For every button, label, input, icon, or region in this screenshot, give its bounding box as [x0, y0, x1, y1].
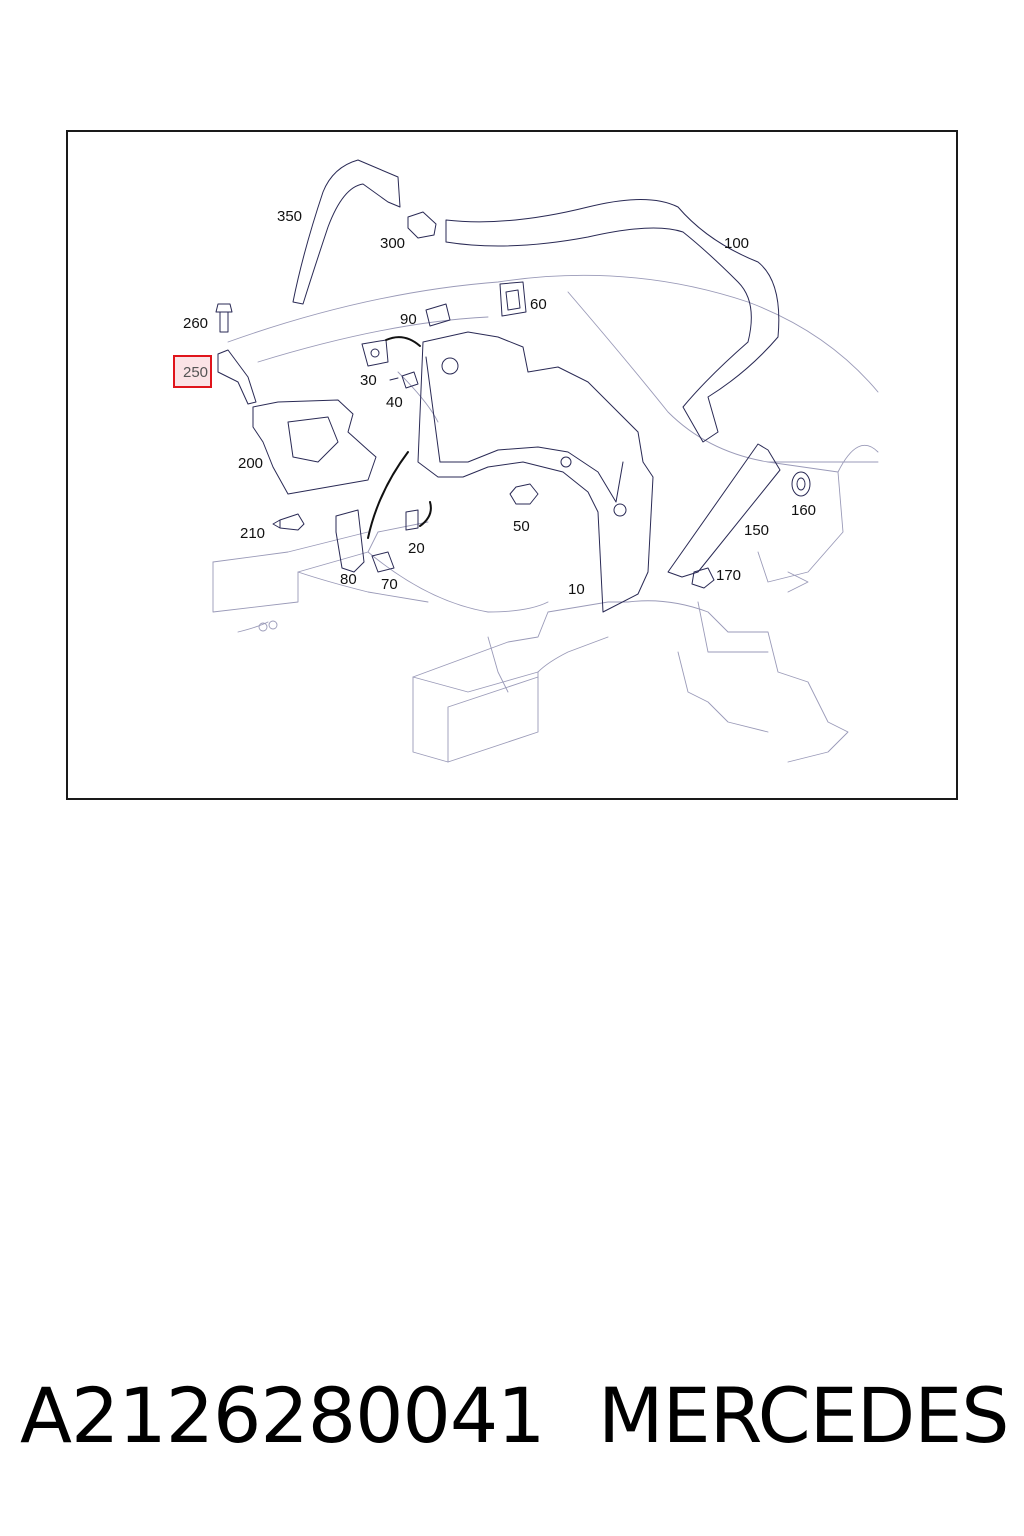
callout-300: 300	[380, 235, 406, 252]
part-30-hole	[370, 348, 380, 358]
callout-210: 210	[240, 525, 266, 542]
part-70-clip	[371, 551, 395, 573]
product-caption: A2126280041 MERCEDES	[0, 1378, 1024, 1468]
part-260-bolt	[215, 303, 233, 333]
callout-100: 100	[724, 235, 750, 252]
part-90-clip	[425, 303, 451, 327]
part-30-nut-clip	[361, 339, 389, 367]
callout-200: 200	[238, 455, 264, 472]
part-200-bracket	[252, 399, 377, 495]
part-250-clip	[217, 349, 257, 405]
callout-260: 260	[183, 315, 209, 332]
part-10-mount-hole	[613, 503, 627, 517]
part-100-crossmember	[445, 199, 780, 443]
part-10-mount-hole	[441, 357, 459, 375]
part-170-nut	[691, 567, 715, 589]
callout-10: 10	[568, 581, 585, 598]
part-10-inner-edge	[425, 356, 624, 503]
callout-350: 350	[277, 208, 303, 225]
part-160-bushing	[791, 471, 811, 497]
part-60-grommet	[499, 281, 527, 317]
assembly-arrow	[419, 501, 432, 527]
callout-60: 60	[530, 296, 547, 313]
callout-30: 30	[360, 372, 377, 389]
callout-160: 160	[791, 502, 817, 519]
parts-diagram: 350 300 100 260 250 90 60 30 40 200 210 …	[66, 130, 958, 800]
part-210-bolt	[272, 513, 305, 531]
part-40-screw	[389, 371, 419, 389]
assembly-arrow	[385, 336, 421, 347]
body-shell-outline	[212, 274, 879, 763]
assembly-arrow	[367, 451, 409, 539]
part-160-bushing-inner	[796, 477, 806, 491]
callout-40: 40	[386, 394, 403, 411]
exploded-view-drawing	[212, 159, 879, 763]
brand-name: MERCEDES	[598, 1371, 1009, 1460]
callout-50: 50	[513, 518, 530, 535]
callout-70: 70	[381, 576, 398, 593]
part-300-block	[407, 211, 437, 239]
part-10-mount-hole	[560, 456, 572, 468]
callout-250-highlighted[interactable]: 250	[173, 355, 212, 388]
part-150-strut	[667, 443, 781, 578]
callout-90: 90	[400, 311, 417, 328]
part-10-wheelhouse-panel	[417, 331, 654, 613]
part-80-bracket	[335, 509, 365, 573]
part-number: A2126280041	[20, 1371, 546, 1460]
callout-20: 20	[408, 540, 425, 557]
callout-170: 170	[716, 567, 742, 584]
callout-150: 150	[744, 522, 770, 539]
part-350-bracket	[292, 159, 401, 305]
callout-80: 80	[340, 571, 357, 588]
part-50-nut	[509, 483, 539, 505]
part-20-clip	[405, 509, 419, 531]
